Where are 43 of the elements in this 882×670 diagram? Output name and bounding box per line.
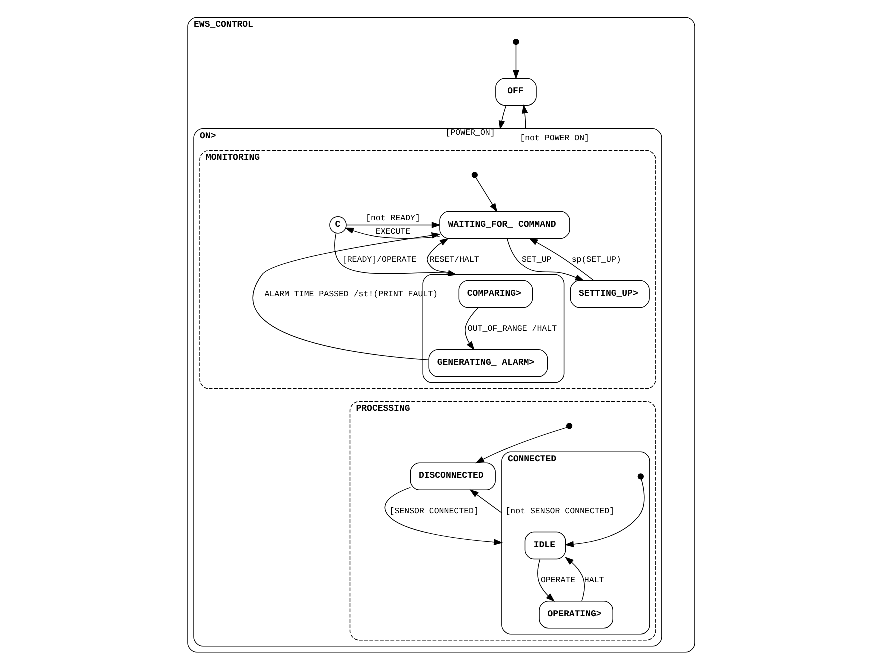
edge-label: [not POWER_ON] [520, 134, 589, 144]
node-box: WAITING_FOR_ COMMAND [439, 211, 570, 240]
arrow [252, 232, 440, 360]
edge-label: [not SENSOR_CONNECTED] [505, 507, 614, 516]
arrow [384, 487, 503, 546]
arrow [512, 44, 519, 80]
edge-label: RESET/HALT [429, 256, 479, 265]
edge-label: [SENSOR_CONNECTED] [389, 507, 478, 516]
arrow [334, 232, 457, 277]
arrow [474, 427, 567, 464]
node-box: GENERATING_ ALARM> [428, 350, 548, 378]
edge-label: sp(SET_UP) [571, 256, 621, 265]
arrow [346, 222, 440, 228]
node-box: SETTING_UP> [570, 280, 650, 308]
node-circle [471, 172, 478, 178]
edge-label: SET_UP [522, 256, 552, 265]
arrow [506, 238, 584, 282]
arrow [498, 105, 506, 130]
arrow [464, 308, 479, 350]
node-circle [566, 423, 572, 430]
edge-label: [READY]/OPERATE [342, 256, 416, 265]
arrow [521, 104, 528, 130]
arrow [344, 228, 440, 239]
edge-label: OUT_OF_RANGE /HALT [467, 324, 557, 334]
arrow [564, 479, 644, 548]
edge-label: [not READY] [366, 214, 420, 224]
node-circle: C [329, 216, 346, 234]
arrow [537, 559, 555, 602]
edge-label: OPERATE [540, 576, 576, 586]
node-box: OFF [495, 78, 536, 106]
arrow [469, 490, 502, 514]
arrow [528, 238, 594, 282]
node-circle [512, 39, 519, 46]
edge-label: EXECUTE [375, 228, 410, 238]
node-box: IDLE [524, 532, 566, 560]
arrow [564, 556, 584, 602]
arrow [475, 177, 498, 213]
node-box: OPERATING> [538, 600, 613, 629]
node-box: COMPARING> [458, 280, 533, 308]
node-circle [637, 474, 644, 480]
node-box: DISCONNECTED [410, 462, 496, 491]
edge-label: HALT [584, 576, 604, 586]
edge-label: [POWER_ON] [445, 129, 495, 138]
